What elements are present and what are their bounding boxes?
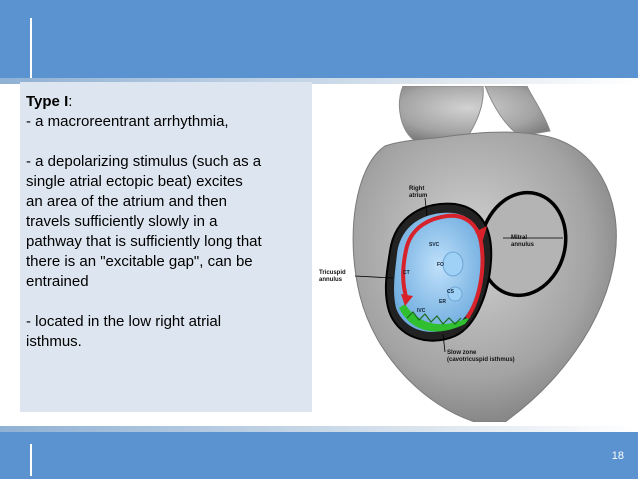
reentry-circuit-arrow: [401, 213, 485, 320]
label-tricuspid-1: Tricuspid: [319, 270, 346, 276]
footer-divider: [0, 426, 638, 432]
slow-zone: [399, 304, 471, 332]
reentry-arrowhead-top: [475, 226, 487, 240]
label-slow-zone-2: (cavotricuspid isthmus): [447, 357, 515, 363]
coronary-sinus: [447, 286, 463, 302]
bullet-3-line-2: isthmus.: [26, 333, 82, 350]
bullet-2-line-4: travels sufficiently slowly in a: [26, 213, 218, 230]
reentry-arrowhead-bottom: [401, 294, 413, 306]
label-fo: FO: [437, 262, 444, 268]
label-er: ER: [439, 299, 446, 305]
slide-title: Type I:: [26, 92, 302, 112]
leader-slow-zone: [442, 333, 446, 353]
title-bold: Type I: [26, 93, 69, 110]
label-ct: CT: [403, 270, 410, 276]
great-vessels: [398, 86, 551, 142]
right-atrium-interior: [394, 212, 484, 332]
bullet-2-line-1: - a depolarizing stimulus (such as a: [26, 153, 262, 170]
label-cs: CS: [447, 289, 455, 295]
footer-accent-line: [30, 444, 32, 476]
bullet-2-line-5: pathway that is sufficiently long that: [26, 233, 262, 250]
title-colon: :: [68, 93, 73, 110]
label-mitral-2: annulus: [511, 242, 535, 248]
label-mitral-1: Mitral: [511, 235, 527, 241]
label-tricuspid-2: annulus: [319, 277, 343, 283]
footer-bar: [0, 432, 638, 479]
text-panel: Type I: - a macroreentrant arrhythmia, -…: [20, 82, 312, 412]
leader-tricuspid: [354, 275, 394, 279]
leader-right-atrium: [424, 197, 428, 217]
label-ivc: IVC: [417, 308, 426, 314]
bullet-2-line-7: entrained: [26, 273, 89, 290]
header-bar: [0, 0, 638, 78]
fossa-ovalis: [442, 251, 464, 277]
label-slow-zone-1: Slow zone: [447, 350, 477, 356]
label-right-atrium-1: Right: [409, 186, 424, 192]
header-divider: [0, 78, 638, 84]
slow-conduction-zigzag: [406, 311, 462, 325]
header-accent-line: [30, 18, 32, 78]
bullet-2-line-2: single atrial ectopic beat) excites: [26, 173, 243, 190]
label-right-atrium-2: atrium: [409, 193, 427, 199]
bullet-2-line-3: an area of the atrium and then: [26, 193, 227, 210]
bullet-1: - a macroreentrant arrhythmia,: [26, 113, 229, 130]
page-number: 18: [611, 450, 624, 462]
bullet-2-line-6: there is an "excitable gap", can be: [26, 253, 253, 270]
heart-diagram: Right atrium Mitral annulus Tricuspid an…: [319, 86, 617, 422]
label-svc: SVC: [429, 242, 440, 248]
bullet-3-line-1: - located in the low right atrial: [26, 313, 222, 330]
